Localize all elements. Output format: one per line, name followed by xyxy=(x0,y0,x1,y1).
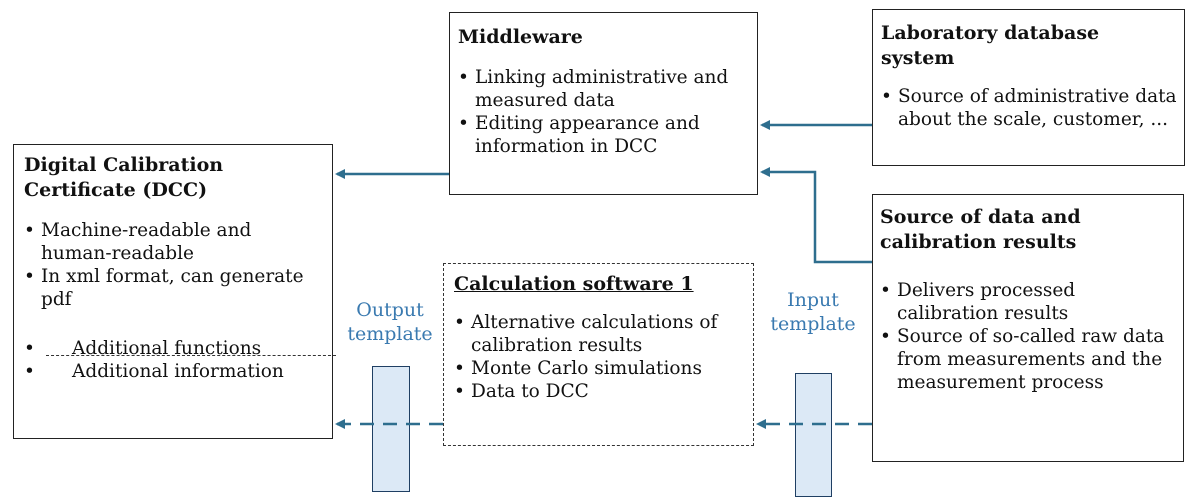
data-source-item: Delivers processed calibration results xyxy=(880,279,1177,325)
dcc-list: Machine-readable and human-readable In x… xyxy=(24,219,324,311)
middleware-item: Editing appearance and information in DC… xyxy=(458,112,749,158)
input-template-bar xyxy=(795,373,832,497)
lab-database-box: Laboratory database system Source of adm… xyxy=(872,9,1185,166)
calculation-software-title: Calculation software 1 xyxy=(454,273,694,295)
dcc-extra-list: Additional functions Additional informat… xyxy=(24,337,324,383)
data-source-title: Source of data and calibration results xyxy=(880,206,1081,253)
calculation-software-box: Calculation software 1 Alternative calcu… xyxy=(443,263,754,446)
middleware-title: Middleware xyxy=(458,26,583,48)
calculation-software-list: Alternative calculations of calibration … xyxy=(454,311,747,403)
calculation-software-item: Alternative calculations of calibration … xyxy=(454,311,747,357)
dcc-divider xyxy=(46,355,336,356)
dcc-extra-item: Additional functions xyxy=(24,337,324,360)
input-template-label: Input template xyxy=(770,289,856,335)
calculation-software-item: Data to DCC xyxy=(454,380,747,403)
lab-database-title: Laboratory database system xyxy=(881,22,1100,69)
dcc-extra-item: Additional information xyxy=(24,360,324,383)
middleware-box: Middleware Linking administrative and me… xyxy=(449,12,758,195)
data-source-item: Source of so-called raw data from measur… xyxy=(880,325,1177,394)
output-template-label: Output template xyxy=(347,299,433,345)
lab-database-list: Source of administrative data about the … xyxy=(881,85,1178,131)
dcc-box: Digital Calibration Certificate (DCC) Ma… xyxy=(13,144,333,439)
dcc-title: Digital Calibration Certificate (DCC) xyxy=(24,154,224,201)
middleware-item: Linking administrative and measured data xyxy=(458,66,749,112)
output-template-bar xyxy=(372,366,410,492)
arrow-source-to-middleware xyxy=(760,167,872,264)
data-source-list: Delivers processed calibration results S… xyxy=(880,279,1177,394)
middleware-list: Linking administrative and measured data… xyxy=(458,66,749,158)
dcc-item: In xml format, can generate pdf xyxy=(24,265,324,311)
dcc-item: Machine-readable and human-readable xyxy=(24,219,324,265)
calculation-software-item: Monte Carlo simulations xyxy=(454,357,747,380)
data-source-box: Source of data and calibration results D… xyxy=(872,194,1184,462)
lab-database-item: Source of administrative data about the … xyxy=(881,85,1178,131)
